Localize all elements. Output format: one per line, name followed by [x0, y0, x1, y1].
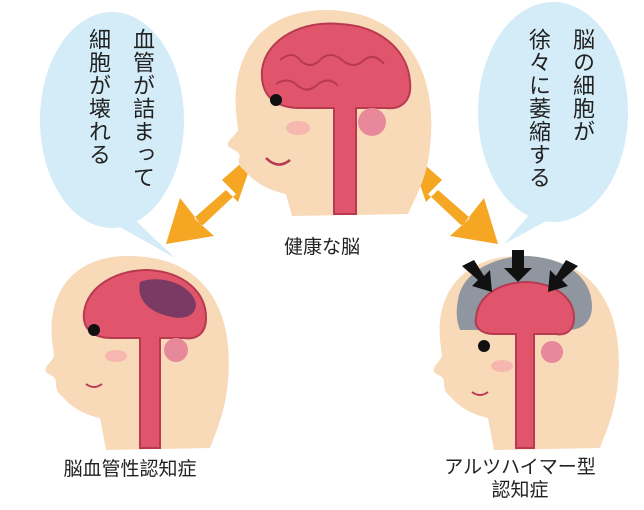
- orange-arrow-icon: [166, 150, 256, 244]
- bubble-left-text-col2: 細胞が壊れる: [85, 28, 110, 166]
- black-arrow-icon: [504, 250, 532, 282]
- bubble-left-text-col1: 血管が詰まって: [129, 28, 154, 189]
- speech-bubble-right: [478, 2, 628, 244]
- orange-arrow-icon: [408, 150, 498, 244]
- label-vascular-dementia: 脳血管性認知症: [63, 458, 197, 480]
- bubble-right-text-col1: 脳の細胞が: [569, 28, 594, 143]
- alzheimer-head-illustration: [433, 256, 619, 450]
- speech-bubble-left: [40, 12, 184, 258]
- black-arrow-icon: [548, 260, 578, 292]
- label-healthy-brain: 健康な脳: [283, 236, 360, 258]
- healthy-head-illustration: [227, 10, 432, 216]
- label-alzheimer-line2: 認知症: [491, 479, 549, 501]
- vascular-head-illustration: [45, 256, 229, 450]
- black-arrow-icon: [462, 260, 492, 292]
- label-alzheimer-line1: アルツハイマー型: [444, 456, 596, 478]
- bubble-right-text-col2: 徐々に萎縮する: [525, 28, 550, 189]
